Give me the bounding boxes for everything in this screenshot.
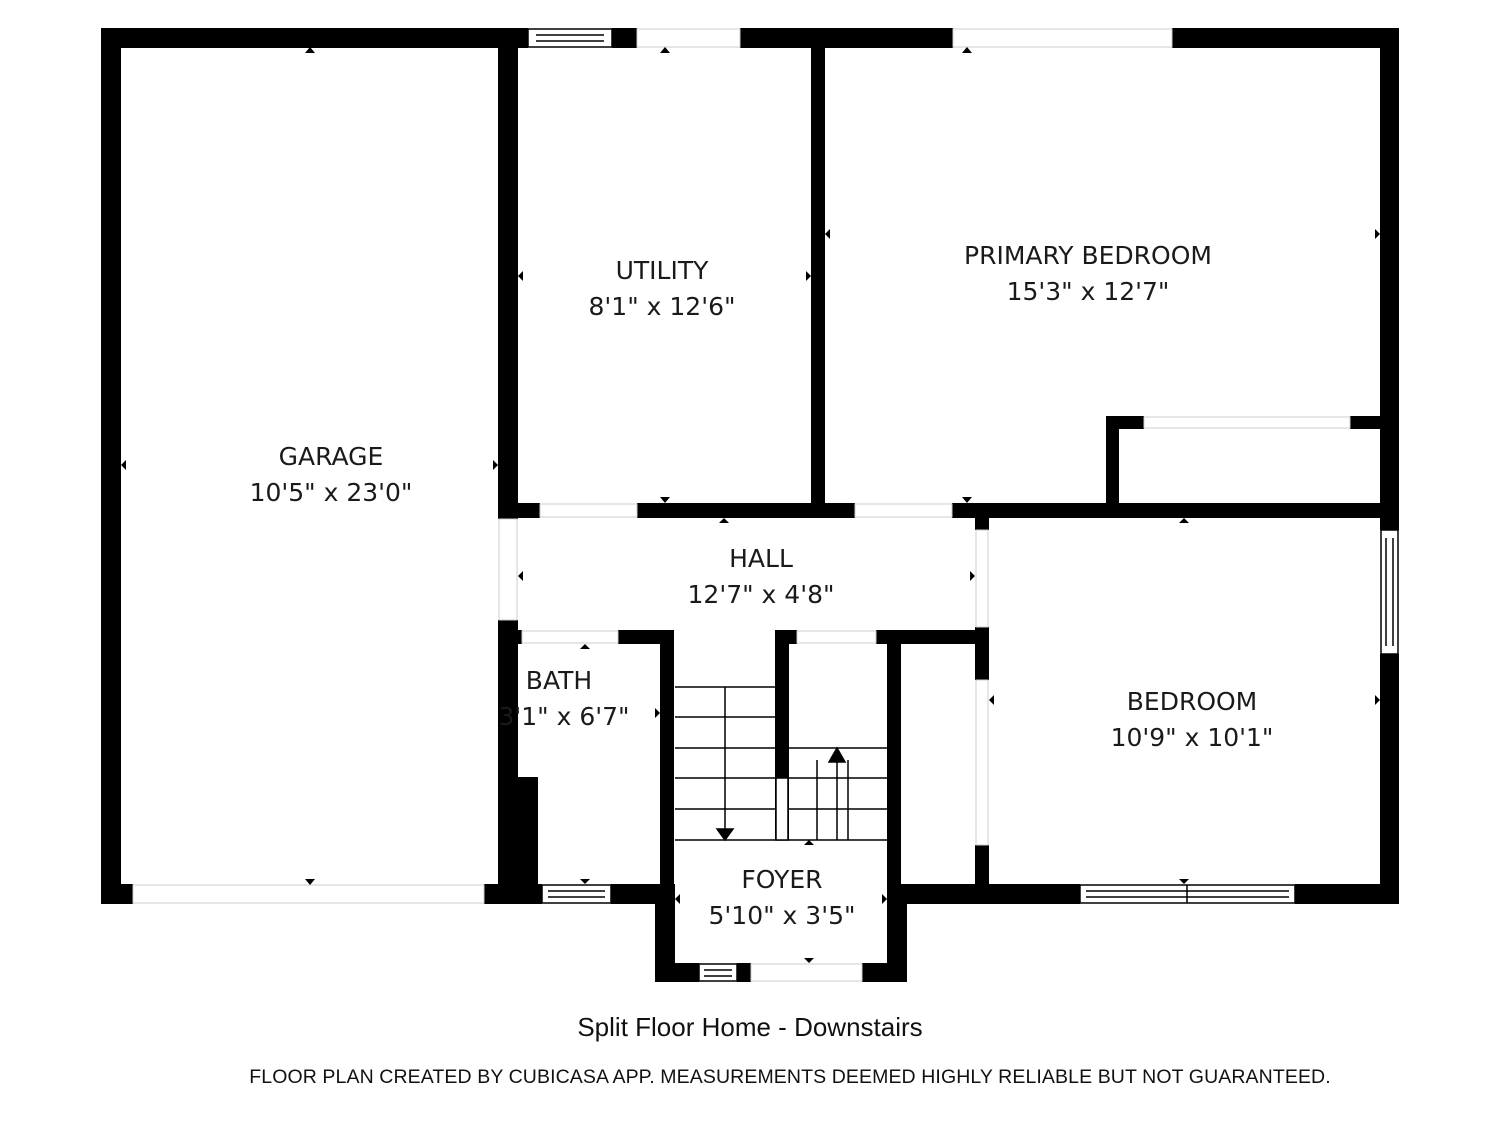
stairs: [675, 686, 887, 842]
utility-dims: 8'1" x 12'6": [588, 292, 736, 321]
walls: [101, 28, 1399, 982]
bath-name: BATH: [525, 666, 593, 695]
utility-name: UTILITY: [615, 256, 709, 285]
disclaimer-text: FLOOR PLAN CREATED BY CUBICASA APP. MEAS…: [249, 1066, 1331, 1088]
utility-label: UTILITY 8'1" x 12'6": [512, 253, 812, 325]
plan-caption: Split Floor Home - Downstairs: [577, 1012, 923, 1042]
primary-bedroom-dims: 15'3" x 12'7": [1006, 277, 1170, 306]
garage-dims: 10'5" x 23'0": [249, 478, 413, 507]
bedroom-label: BEDROOM 10'9" x 10'1": [1042, 684, 1342, 756]
windows: [527, 28, 1399, 982]
dimension-markers: [121, 47, 1380, 963]
bedroom-dims: 10'9" x 10'1": [1110, 723, 1274, 752]
hall-name: HALL: [729, 544, 793, 573]
garage-label: GARAGE 10'5" x 23'0": [181, 439, 481, 511]
hall-dims: 12'7" x 4'8": [687, 580, 835, 609]
foyer-label: FOYER 5'10" x 3'5": [682, 862, 882, 934]
openings: [132, 28, 1351, 982]
foyer-name: FOYER: [741, 865, 823, 894]
foyer-dims: 5'10" x 3'5": [708, 901, 856, 930]
hall-label: HALL 12'7" x 4'8": [611, 541, 911, 613]
primary-bedroom-label: PRIMARY BEDROOM 15'3" x 12'7": [913, 238, 1263, 310]
primary-bedroom-name: PRIMARY BEDROOM: [964, 241, 1212, 270]
bath-dims: 3'1" x 6'7": [498, 702, 630, 731]
bedroom-name: BEDROOM: [1126, 687, 1258, 716]
garage-name: GARAGE: [278, 442, 384, 471]
bath-label: BATH 3'1" x 6'7": [464, 663, 664, 735]
